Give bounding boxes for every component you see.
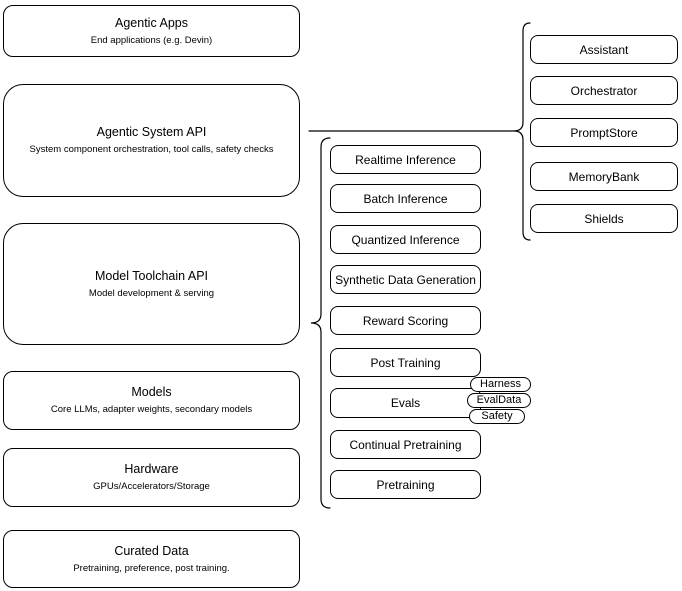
pill-evaldata: EvalData: [467, 393, 531, 408]
node-title: Hardware: [124, 462, 179, 476]
node-title: Agentic Apps: [115, 15, 188, 30]
node-subtitle: Core LLMs, adapter weights, secondary mo…: [50, 404, 253, 415]
node-subtitle: System component orchestration, tool cal…: [29, 144, 274, 155]
node-subtitle: End applications (e.g. Devin): [90, 34, 213, 46]
node-reward-scoring: Reward Scoring: [330, 306, 481, 335]
node-memorybank: MemoryBank: [530, 162, 678, 191]
node-evals: Evals: [330, 388, 481, 418]
node-pretraining: Pretraining: [330, 470, 481, 499]
node-synthetic-data-generation: Synthetic Data Generation: [330, 265, 481, 294]
node-title: Agentic System API: [96, 125, 207, 139]
node-title: Model Toolchain API: [94, 268, 209, 283]
node-batch-inference: Batch Inference: [330, 184, 481, 213]
node-curated-data: Curated Data Pretraining, preference, po…: [3, 530, 300, 588]
node-title: Models: [131, 385, 172, 399]
toolchain-brace: [310, 137, 331, 509]
node-title: Curated Data: [114, 543, 189, 558]
node-post-training: Post Training: [330, 348, 481, 377]
node-shields: Shields: [530, 204, 678, 233]
node-agentic-apps: Agentic Apps End applications (e.g. Devi…: [3, 5, 300, 57]
node-subtitle: Model development & serving: [88, 287, 215, 299]
node-promptstore: PromptStore: [530, 118, 678, 147]
node-quantized-inference: Quantized Inference: [330, 225, 481, 254]
node-subtitle: GPUs/Accelerators/Storage: [93, 481, 210, 492]
node-model-toolchain-api: Model Toolchain API Model development & …: [3, 223, 300, 345]
node-continual-pretraining: Continual Pretraining: [330, 430, 481, 459]
pill-safety: Safety: [469, 409, 525, 424]
pill-harness: Harness: [470, 377, 531, 392]
node-subtitle: Pretraining, preference, post training.: [73, 562, 230, 574]
node-models: Models Core LLMs, adapter weights, secon…: [3, 371, 300, 430]
node-realtime-inference: Realtime Inference: [330, 145, 481, 174]
node-orchestrator: Orchestrator: [530, 76, 678, 105]
system-components-brace: [513, 22, 531, 241]
node-agentic-system-api: Agentic System API System component orch…: [3, 84, 300, 197]
node-assistant: Assistant: [530, 35, 678, 64]
node-hardware: Hardware GPUs/Accelerators/Storage: [3, 448, 300, 507]
